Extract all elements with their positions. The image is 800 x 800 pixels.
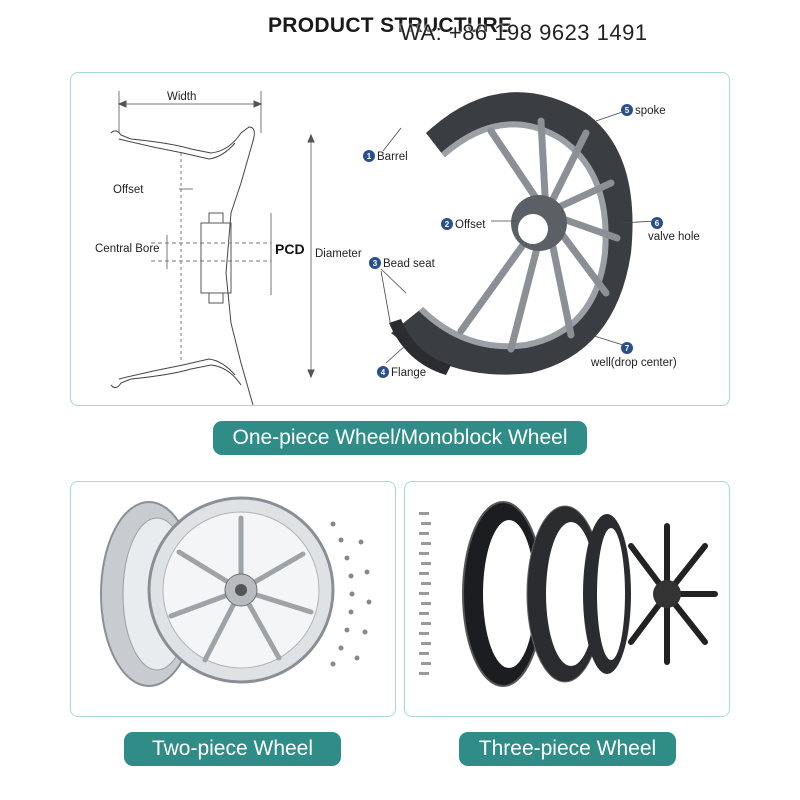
page-title: PRODUCT STRUCTURE — [268, 14, 513, 37]
three-piece-wheel-image — [419, 501, 718, 687]
bolt-column — [419, 512, 431, 675]
central-bore-label: Central Bore — [95, 243, 160, 255]
valve-hole-label: valve hole — [648, 231, 700, 243]
one-piece-caption: One-piece Wheel/Monoblock Wheel — [213, 421, 587, 455]
bead-seat-number: 3 — [373, 259, 378, 268]
width-label: Width — [167, 91, 196, 103]
part-well: 7 well(drop center) — [590, 342, 677, 369]
spoke-number: 5 — [625, 106, 630, 115]
one-piece-panel: Width Offset Central Bore PCD Diameter — [70, 72, 730, 406]
monoblock-wheel-image — [389, 92, 633, 375]
flange-number: 4 — [381, 368, 386, 377]
diameter-label: Diameter — [315, 248, 362, 260]
one-piece-diagram: Width Offset Central Bore PCD Diameter — [95, 91, 700, 406]
offset-part-label: Offset — [455, 219, 486, 231]
part-bead-seat: 3 Bead seat — [369, 257, 436, 270]
offset-dim-label: Offset — [113, 184, 144, 196]
well-label: well(drop center) — [590, 357, 677, 369]
flange-label: Flange — [391, 367, 426, 379]
barrel-label: Barrel — [377, 151, 408, 163]
part-spoke: 5 spoke — [621, 104, 666, 117]
contact-number: WA: +86 198 9623 1491 — [400, 20, 648, 45]
two-piece-wheel-image — [100, 496, 372, 687]
part-offset: 2 Offset — [441, 218, 486, 231]
pcd-label: PCD — [275, 241, 305, 257]
well-number: 7 — [625, 344, 630, 353]
barrel-number: 1 — [367, 152, 372, 161]
rim-cross-section — [110, 91, 315, 406]
part-valve-hole: 6 valve hole — [648, 217, 700, 243]
part-flange: 4 Flange — [377, 366, 426, 379]
part-barrel: 1 Barrel — [363, 150, 408, 163]
two-piece-panel — [70, 481, 396, 717]
three-piece-caption: Three-piece Wheel — [459, 732, 676, 766]
spoke-label: spoke — [635, 105, 666, 117]
bead-seat-label: Bead seat — [383, 258, 436, 270]
offset-number: 2 — [445, 220, 450, 229]
leader-lines — [380, 108, 657, 364]
two-piece-caption: Two-piece Wheel — [124, 732, 341, 766]
three-piece-panel — [404, 481, 730, 717]
valve-hole-number: 6 — [655, 219, 660, 228]
